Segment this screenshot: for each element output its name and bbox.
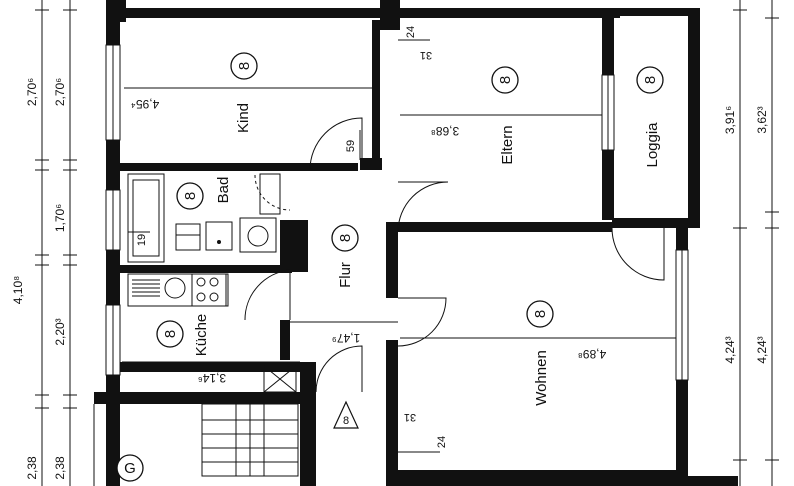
- loggia-label: Loggia: [644, 122, 661, 168]
- bad-label: Bad: [215, 177, 232, 204]
- eltern-label: Eltern: [499, 125, 516, 164]
- stair-room-marker: G: [116, 454, 144, 482]
- left-outer-dim-2: 4,10⁸: [11, 276, 25, 304]
- shaft: [263, 365, 297, 393]
- wohnen-width-dim: 4,89⁸: [578, 347, 606, 361]
- flur-width-dim: 1,47⁹: [332, 331, 361, 345]
- left-inner-dim-1: 2,70⁶: [53, 78, 67, 106]
- wall-dim-31-top: 31: [420, 49, 432, 61]
- loggia-number-circle: [636, 66, 664, 94]
- right-inner-dim-1: 3,91⁶: [723, 106, 737, 134]
- bathtub: [127, 173, 165, 263]
- wall-dim-31-bottom: 31: [404, 411, 416, 423]
- room-kueche: Küche 8 3,14⁶: [156, 314, 226, 385]
- left-inner-dim-4: 2,38: [53, 456, 67, 480]
- bad-dim-19: 19: [136, 234, 148, 246]
- stove: [191, 273, 227, 307]
- right-dimension-chains: 3,91⁶ 4,24³ 3,62³ 4,24³: [723, 0, 779, 486]
- flur-number: 8: [337, 234, 354, 242]
- bathroom-sink: [239, 217, 277, 253]
- wall-dim-24-bottom: 24: [436, 436, 448, 448]
- interior-dimension-lines: [122, 39, 676, 453]
- kind-label: Kind: [235, 103, 252, 133]
- right-outer-dim-2: 4,24³: [755, 336, 769, 363]
- bathroom-cabinet: [259, 173, 281, 215]
- flur-number-circle: [331, 224, 359, 252]
- eltern-number-circle: [491, 66, 519, 94]
- triangle-marker: 8: [333, 400, 359, 429]
- wall-dim-24-top: 24: [405, 26, 417, 38]
- toilet: [205, 221, 233, 251]
- room-bad: Bad 8 19: [136, 177, 232, 246]
- flur-label: Flur: [337, 262, 354, 288]
- triangle-marker-label: 8: [343, 415, 349, 427]
- opening-59: 59: [345, 140, 357, 152]
- kind-number-circle: [230, 52, 258, 80]
- kueche-number: 8: [162, 330, 179, 338]
- eltern-width-dim: 3,68⁸: [431, 124, 459, 138]
- right-inner-dim-2: 4,24³: [723, 336, 737, 363]
- bad-number: 8: [182, 192, 199, 200]
- staircase: [201, 403, 299, 477]
- kind-number: 8: [236, 62, 253, 70]
- room-wohnen: Wohnen 8 4,89⁸: [526, 300, 606, 406]
- kueche-width-dim: 3,14⁶: [198, 371, 226, 385]
- left-dimension-chains: 2,70⁶ 4,10⁸ 2,38 2,70⁶ 1,70⁶ 2,20³ 2,38: [11, 0, 77, 486]
- kind-width-dim: 4,95⁴: [131, 97, 160, 111]
- stair-room-number: G: [124, 460, 136, 477]
- wohnen-label: Wohnen: [533, 350, 550, 406]
- room-flur: Flur 8 1,47⁹ 59: [331, 140, 361, 345]
- left-outer-dim-1: 2,70⁶: [25, 78, 39, 106]
- windows: [105, 44, 689, 381]
- wohnen-number: 8: [532, 310, 549, 318]
- kitchen-counter: [127, 273, 229, 307]
- left-outer-dim-3: 2,38: [25, 456, 39, 480]
- wohnen-number-circle: [526, 300, 554, 328]
- bad-number-circle: [176, 182, 204, 210]
- room-loggia: Loggia 8: [636, 66, 664, 168]
- kueche-label: Küche: [193, 314, 210, 357]
- loggia-number: 8: [642, 76, 659, 84]
- left-inner-dim-2: 1,70⁶: [53, 204, 67, 232]
- eltern-number: 8: [497, 76, 514, 84]
- kueche-number-circle: [156, 320, 184, 348]
- doors: [244, 117, 665, 393]
- washer: [175, 223, 201, 251]
- room-kind: Kind 8 4,95⁴: [131, 52, 258, 133]
- room-eltern: Eltern 8 3,68⁸: [431, 66, 519, 165]
- left-inner-dim-3: 2,20³: [53, 318, 67, 345]
- right-outer-dim-1: 3,62³: [755, 106, 769, 133]
